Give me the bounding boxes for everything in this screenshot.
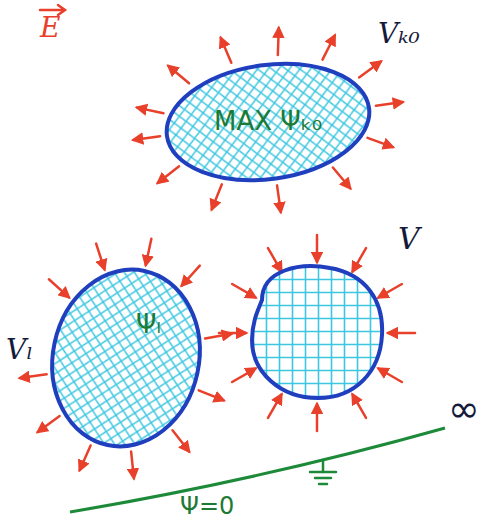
field-arrow bbox=[378, 369, 401, 383]
field-arrow bbox=[353, 394, 367, 417]
conductor-blob: ΨₗVₗ bbox=[50, 266, 202, 450]
field-arrow bbox=[277, 28, 280, 55]
potential-label: MAX Ψₖ₀ bbox=[214, 107, 322, 137]
field-arrow bbox=[388, 332, 415, 335]
field-arrow bbox=[131, 451, 134, 478]
field-arrow bbox=[49, 279, 69, 297]
field-arrow bbox=[146, 239, 152, 265]
ground-symbol bbox=[310, 460, 336, 484]
field-arrow bbox=[80, 445, 91, 470]
field-arrow bbox=[378, 284, 401, 298]
field-arrow bbox=[133, 136, 160, 140]
field-arrow bbox=[353, 248, 367, 271]
region-label: V bbox=[398, 222, 420, 257]
field-label: E bbox=[40, 12, 60, 44]
field-arrow bbox=[221, 38, 232, 63]
field-arrow bbox=[268, 394, 282, 417]
field-arrow bbox=[277, 185, 281, 212]
field-arrow bbox=[205, 334, 232, 339]
field-arrow bbox=[368, 138, 393, 147]
field-arrow bbox=[137, 108, 163, 114]
field-arrow bbox=[333, 168, 350, 189]
field-arrow bbox=[219, 332, 246, 335]
infinity-label: ∞ bbox=[448, 388, 480, 432]
field-arrow bbox=[323, 36, 335, 60]
potential-label: Ψ=0 bbox=[180, 493, 234, 521]
field-arrow bbox=[212, 184, 222, 209]
conductor-outline bbox=[50, 266, 202, 450]
volume-label: Vₖ₀ bbox=[378, 18, 420, 50]
field-arrow bbox=[172, 430, 189, 451]
field-arrow bbox=[158, 166, 179, 183]
field-arrow bbox=[316, 404, 319, 431]
volume-label: Vₗ bbox=[6, 334, 33, 366]
field-arrow bbox=[376, 102, 403, 106]
field-arrow bbox=[199, 390, 224, 400]
field-arrows bbox=[20, 28, 415, 478]
conductor-blob: MAX Ψₖ₀Vₖ₀ bbox=[163, 62, 373, 182]
field-arrow bbox=[359, 62, 381, 78]
field-arrow bbox=[20, 374, 47, 378]
field-arrow bbox=[96, 244, 104, 270]
field-arrow bbox=[268, 248, 282, 271]
potential-label: Ψₗ bbox=[136, 310, 161, 340]
field-arrow bbox=[38, 416, 60, 432]
conductor-blob bbox=[252, 266, 382, 398]
field-arrow bbox=[182, 266, 200, 286]
field-arrow bbox=[232, 284, 255, 298]
field-arrow bbox=[232, 369, 255, 383]
field-arrow bbox=[316, 235, 319, 262]
field-arrow bbox=[168, 66, 189, 83]
